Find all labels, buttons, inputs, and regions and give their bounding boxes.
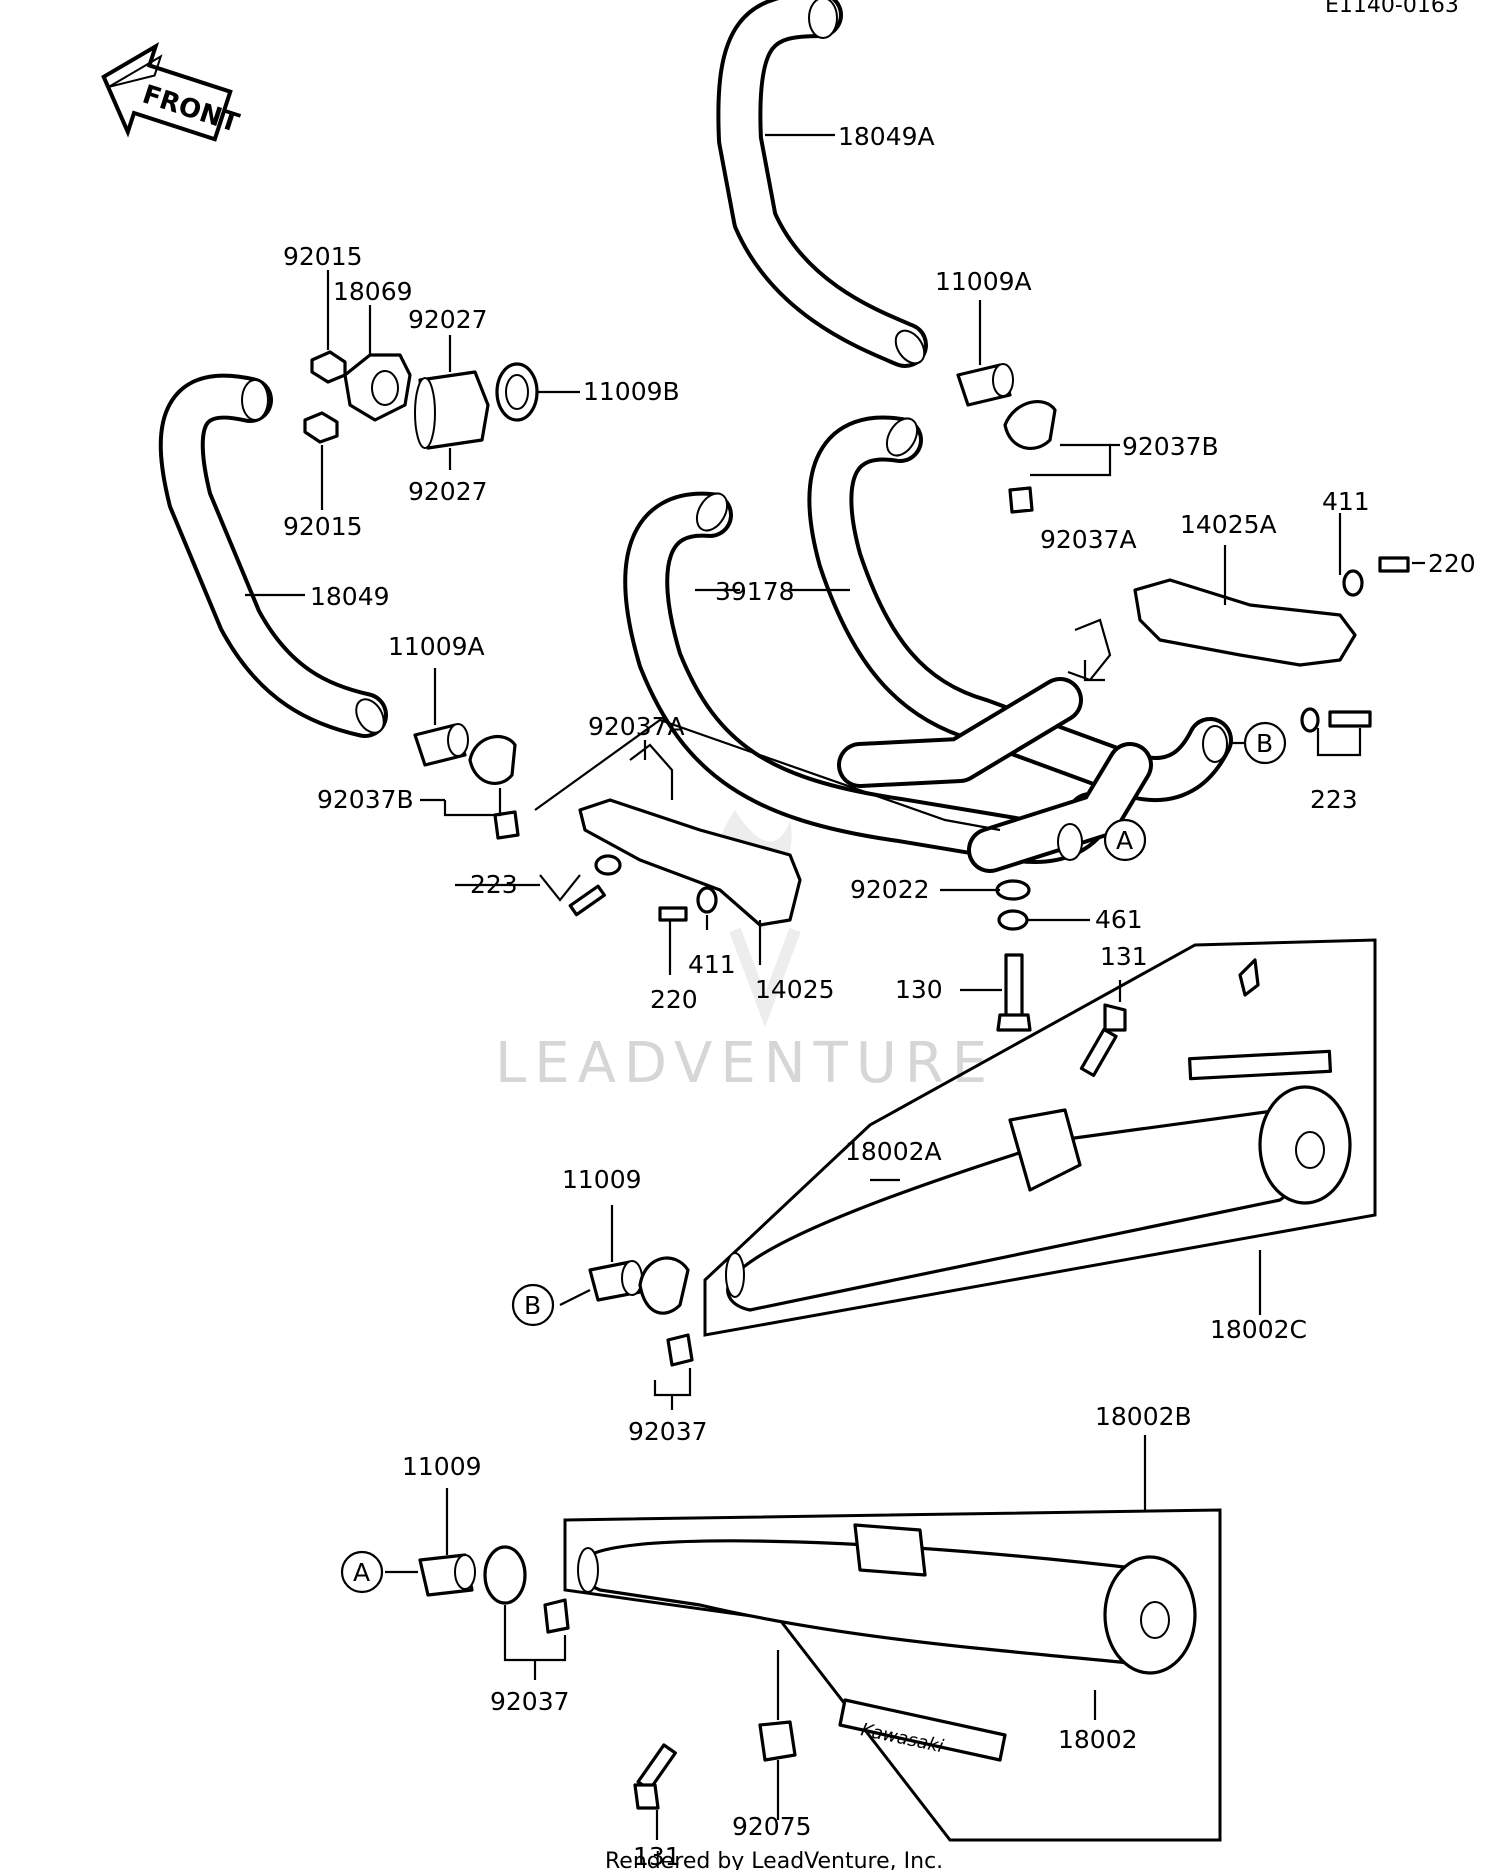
connector-B-left-text: B [524, 1291, 541, 1320]
connector-A-left-text: A [353, 1558, 370, 1587]
callout-14025: 14025 [755, 975, 835, 1004]
clamp-92037B-lower [468, 735, 520, 840]
callout-18002B: 18002B [1095, 1402, 1192, 1431]
callout-461: 461 [1095, 905, 1143, 934]
callout-92027-a: 92027 [408, 305, 488, 334]
washer-411-mid [696, 886, 718, 914]
connector-B-right [1243, 721, 1287, 765]
washer-92022 [995, 879, 1031, 901]
callout-39178: 39178 [715, 577, 795, 606]
callout-92037-bot: 92037 [490, 1687, 570, 1716]
bolt-131-upper [1079, 1003, 1127, 1078]
muffler-group-18002C [703, 938, 1377, 1337]
muffler-group-18002B: Kawasaki [563, 1508, 1222, 1842]
callout-411-right: 411 [1322, 487, 1370, 516]
heat-cover-14025 [578, 743, 802, 927]
nut-92015-lower [303, 411, 339, 444]
callout-18049A: 18049A [838, 122, 935, 151]
watermark-text: LEADVENTURE [495, 1031, 995, 1096]
callout-92037B-top: 92037B [1122, 432, 1219, 461]
callout-18049: 18049 [310, 582, 390, 611]
callout-14025A: 14025A [1180, 510, 1277, 539]
clamp-92037-bot [483, 1545, 570, 1634]
callout-92015-b: 92015 [283, 512, 363, 541]
bolt-220-mid [658, 906, 688, 922]
callout-18069: 18069 [333, 277, 413, 306]
callout-92022: 92022 [850, 875, 930, 904]
connector-A-right-text: A [1116, 826, 1133, 855]
diagram-code: E1140-0163 [1325, 0, 1459, 18]
connector-labels: B A B A [340, 721, 1287, 1594]
callout-92075: 92075 [732, 1812, 812, 1841]
gasket-11009-mid [588, 1260, 643, 1302]
gasket-11009A-upper [956, 363, 1014, 407]
clamp-92037B-upper [1003, 400, 1057, 514]
clamp-92037-mid [638, 1256, 694, 1367]
washer-461 [997, 909, 1029, 931]
gasket-11009B [495, 362, 539, 422]
gasket-11009-bot [418, 1553, 476, 1597]
callout-220-mid: 220 [650, 985, 698, 1014]
callout-18002C: 18002C [1210, 1315, 1307, 1344]
exhaust-pipe-assembly-39178 [623, 415, 1233, 873]
callout-92015-a: 92015 [283, 242, 363, 271]
callout-131-bot: 131 [633, 1842, 681, 1870]
callout-92037B-left: 92037B [317, 785, 414, 814]
front-arrow-icon: FRONT [101, 42, 243, 142]
nut-92015-upper [310, 350, 347, 384]
gasket-11009A-lower [413, 723, 469, 767]
callout-223-right: 223 [1310, 785, 1358, 814]
callout-223-left: 223 [470, 870, 518, 899]
callout-11009B: 11009B [583, 377, 680, 406]
bolt-220-right [1378, 556, 1410, 573]
heat-cover-14025A [1067, 578, 1357, 682]
washer-411-right [1342, 569, 1364, 597]
callout-92037-mid: 92037 [628, 1417, 708, 1446]
callout-92027-b: 92027 [408, 477, 488, 506]
callout-18002: 18002 [1058, 1725, 1138, 1754]
footer-credit: Rendered by LeadVenture, Inc. [605, 1849, 943, 1870]
callout-131-top: 131 [1100, 942, 1148, 971]
kawasaki-decal: Kawasaki [838, 1698, 1007, 1762]
callout-220-right: 220 [1428, 549, 1476, 578]
damper-92075 [758, 1720, 797, 1762]
callout-18002A: 18002A [845, 1137, 942, 1166]
bolt-223-right [1300, 707, 1372, 733]
connector-B-left [511, 1283, 555, 1327]
callout-11009A-top: 11009A [935, 267, 1032, 296]
connector-B-right-text: B [1256, 729, 1273, 758]
bolt-223-left [568, 854, 622, 917]
connector-A-right [1103, 818, 1147, 862]
callout-11009A-left: 11009A [388, 632, 485, 661]
exhaust-pipe-18049 [158, 373, 388, 738]
callout-411-mid: 411 [688, 950, 736, 979]
flange-18069 [343, 353, 412, 422]
callout-11009-bot: 11009 [402, 1452, 482, 1481]
connector-A-left [340, 1550, 384, 1594]
callout-labels: 18049A 11009A 92037B 92015 18069 92027 1… [283, 122, 1476, 1871]
callout-130: 130 [895, 975, 943, 1004]
callout-92037A-mid: 92037A [588, 712, 685, 741]
collar-92027 [414, 370, 490, 450]
callout-11009-mid: 11009 [562, 1165, 642, 1194]
bolt-130 [996, 953, 1032, 1032]
callout-92037A-right: 92037A [1040, 525, 1137, 554]
exhaust-pipe-18049A [716, 0, 928, 368]
bolt-131-lower [633, 1743, 677, 1810]
leader-lines [245, 133, 1425, 1840]
